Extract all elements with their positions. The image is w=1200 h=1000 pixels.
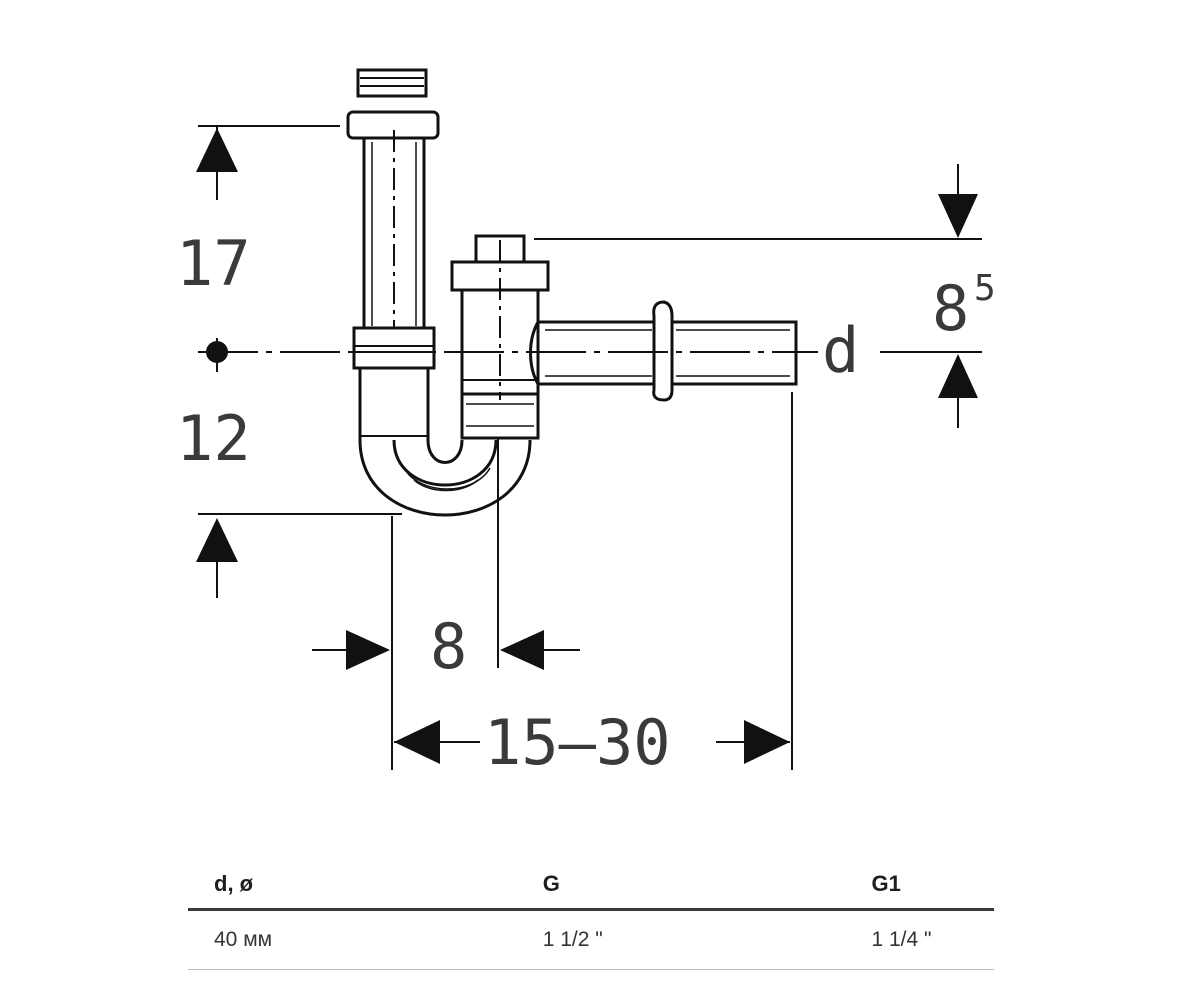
- arrow-right-reach: [744, 720, 790, 764]
- arrow-left-width: [500, 630, 544, 670]
- dim-label-d: d: [822, 314, 859, 387]
- u-bend: [358, 439, 532, 517]
- table-row: 40 мм 1 1/2 " 1 1/4 ": [188, 909, 994, 970]
- dimension-lines: [196, 125, 982, 770]
- arrow-right-width: [346, 630, 390, 670]
- riser-lower-nut: [460, 392, 540, 440]
- dim-label-8-width: 8: [430, 610, 467, 683]
- table-header-row: d, ø G G1: [188, 860, 994, 911]
- col-header-g1: G1: [871, 860, 994, 911]
- arrow-up-bottom: [196, 518, 238, 562]
- arrow-down-top: [938, 194, 978, 238]
- arrow-left-reach: [394, 720, 440, 764]
- top-thread: [356, 68, 428, 98]
- col-header-g: G: [542, 860, 872, 911]
- siphon-dimension-diagram: 17 12 8 5 d 8 15–30: [176, 68, 996, 779]
- outlet-pipe: [538, 320, 654, 386]
- dim-label-8-sup: 5: [974, 268, 996, 309]
- arrow-up-right: [938, 354, 978, 398]
- cell-d: 40 мм: [188, 909, 543, 970]
- dim-label-15-30: 15–30: [484, 706, 671, 779]
- siphon-drawing: [346, 68, 798, 517]
- arrow-up-top: [196, 128, 238, 172]
- cell-g1: 1 1/4 ": [871, 909, 994, 970]
- spec-table: d, ø G G1 40 мм 1 1/2 " 1 1/4 ": [188, 860, 994, 970]
- dim-label-12: 12: [176, 402, 251, 475]
- dim-label-8-base: 8: [932, 272, 969, 345]
- inlet-coupling-nut: [352, 326, 436, 370]
- cell-g: 1 1/2 ": [542, 909, 872, 970]
- dim-label-17: 17: [176, 227, 251, 300]
- col-header-d: d, ø: [188, 860, 543, 911]
